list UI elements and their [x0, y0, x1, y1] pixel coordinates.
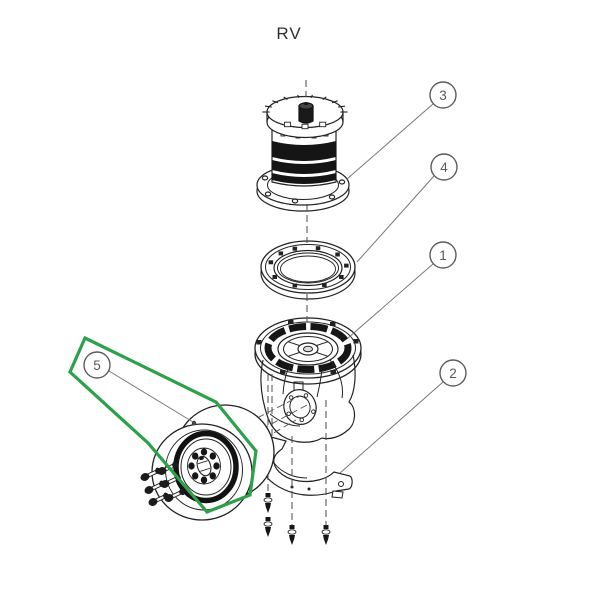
hub-studs — [188, 448, 220, 484]
leader-line-2 — [339, 381, 444, 474]
leader-line-1 — [347, 263, 434, 339]
cap-castellation-ticks — [262, 94, 348, 113]
callout-3[interactable]: 3 — [429, 81, 457, 109]
callout-5-label: 5 — [93, 358, 101, 373]
callout-2-label: 2 — [449, 366, 457, 381]
callout-1[interactable]: 1 — [429, 241, 457, 269]
leader-line-5 — [108, 370, 194, 423]
callout-1-label: 1 — [439, 248, 447, 263]
part-main-housing[interactable] — [254, 317, 362, 443]
hub-center-bore — [196, 455, 212, 477]
callout-4-label: 4 — [440, 160, 448, 175]
leader-line-3 — [346, 103, 434, 180]
part-spacer-ring[interactable] — [260, 240, 356, 300]
part-wheel-drum[interactable] — [151, 404, 275, 521]
diagram-title: RV — [276, 24, 301, 43]
bolt-set-left — [140, 461, 185, 506]
leader-line-4 — [356, 175, 435, 263]
ring-bolt-heads — [268, 246, 349, 288]
leader-lines — [108, 103, 444, 474]
callout-4[interactable]: 4 — [430, 153, 458, 181]
callout-2[interactable]: 2 — [439, 359, 467, 387]
callout-3-label: 3 — [439, 88, 447, 103]
bolt-set-bottom — [263, 493, 331, 545]
housing-side-port — [283, 389, 317, 425]
callout-1-circle[interactable] — [429, 241, 457, 269]
highlight-region-part-5 — [68, 335, 258, 514]
leader-endpoint-dot-5 — [191, 420, 197, 426]
callout-4-circle[interactable] — [430, 153, 458, 181]
callout-2-circle[interactable] — [439, 359, 467, 387]
part-motor-unit[interactable] — [256, 94, 350, 212]
flange-rim-lugs — [256, 320, 359, 374]
callout-5-circle[interactable] — [83, 351, 111, 379]
callout-3-circle[interactable] — [429, 81, 457, 109]
callout-5[interactable]: 5 — [83, 351, 111, 379]
